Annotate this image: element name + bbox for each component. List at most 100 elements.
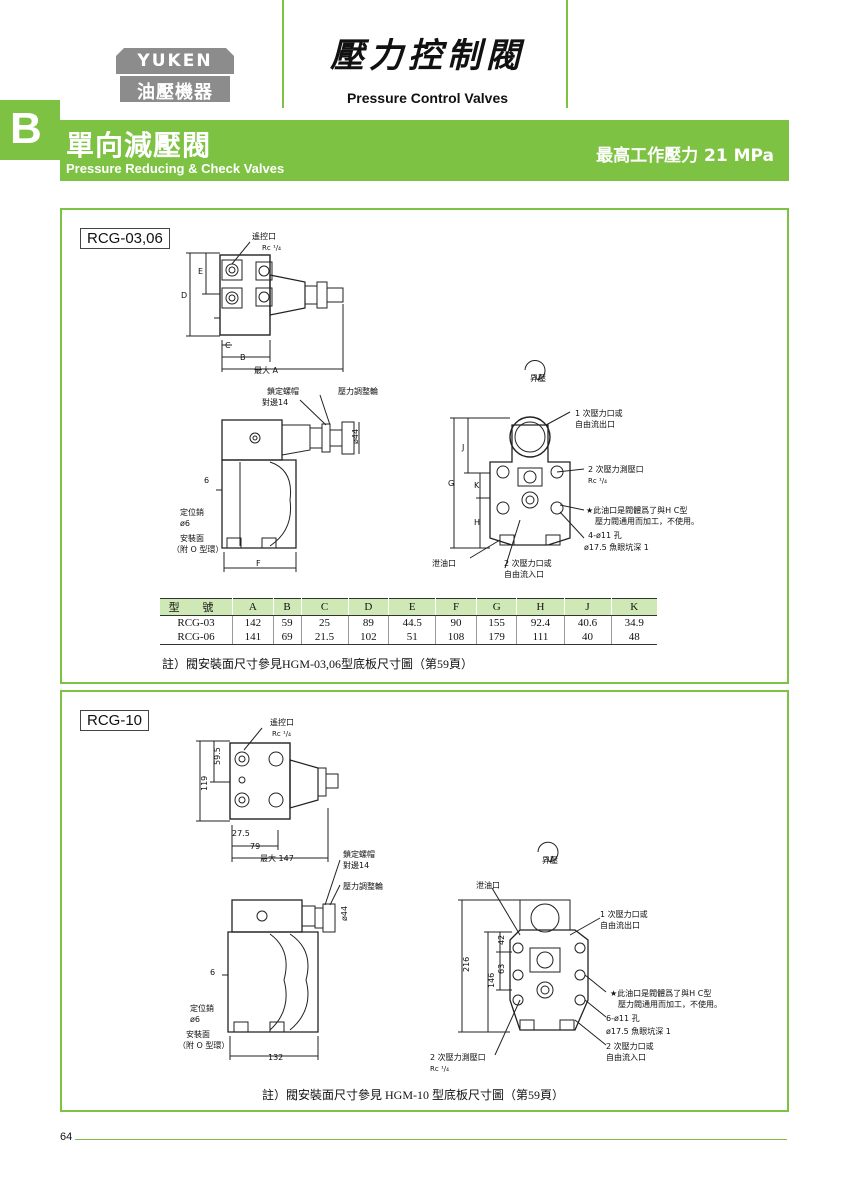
p2-bolt-holes: 6-ø11 孔 [606,1014,640,1023]
p2-dim-59-5: 59.5 [213,747,222,765]
p2-dim-max147: 最大 147 [260,853,294,863]
p2-pilot-port-label: 遙控口 [270,717,294,727]
table-cell: 92.4 [516,615,565,630]
table-header-cell: K [611,598,657,616]
table-cell: 34.9 [624,617,644,629]
logo-brand-text: YUKEN [137,51,213,71]
header-divider-left [282,0,284,108]
table-cell: 21.5 [301,630,349,645]
p1-star-note-2: 壓力閥通用而加工，不使用。 [595,516,699,526]
p1-primary-port-1: 1 次壓力口或 [575,408,623,418]
table-header-row: 型 號 A B C D E F G H J K [160,598,657,616]
p1-lock-nut-label: 鎖定螺帽 [267,386,299,396]
p2-secondary-gauge-size: Rc ¹/₄ [430,1065,449,1073]
p1-primary-port-2: 自由流出口 [575,419,615,429]
svg-text:J: J [461,443,464,452]
panel-rcg-10: RCG-10 [60,690,789,1112]
p2-dim-63: 63 [497,964,506,974]
p1-pilot-port-size: Rc ¹/₄ [262,244,281,252]
p2-star-note-2: 壓力閥通用而加工，不使用。 [618,999,722,1009]
p2-dim-6: 6 [210,968,215,977]
p1-bolt-holes: 4-ø11 孔 [588,531,622,540]
category-title-cn: 壓力控制閥 [330,36,525,76]
logo-cn-text: 油壓機器 [137,82,213,103]
p2-lock-nut-label: 鎖定螺帽 [343,849,375,859]
logo-badge-shape [116,48,234,74]
svg-text:G: G [448,479,454,488]
yuken-logo: YUKEN 油壓機器 [116,48,234,103]
rcg10-bottom-view [458,841,607,1056]
svg-text:B: B [240,353,246,362]
table-row: RCG-03 142 59 25 89 44.5 90 155 92.4 40.… [160,615,657,630]
dimension-table: 型 號 A B C D E F G H J K RCG-03 142 59 25… [160,598,657,645]
p1-dim6: 6 [204,476,209,485]
p1-mounting-1: 安裝面 [180,533,204,543]
table-cell: 90 [435,615,477,630]
table-header-cell: J [564,598,612,616]
table-cell: 48 [611,630,657,645]
table-cell: 40 [564,630,612,645]
rcg10-top-view [196,727,339,862]
table-header-cell: E [388,598,437,616]
table-cell: 155 [476,615,518,630]
svg-text:F: F [256,559,261,568]
section-title-cn: 單向減壓閥 [66,129,212,162]
svg-text:E: E [198,267,203,276]
section-title-en: Pressure Reducing & Check Valves [66,161,285,176]
p2-mounting-2: （附 O 型環） [178,1040,229,1050]
table-header-cell: 型 號 [160,598,233,616]
p1-secondary-port-2: 自由流入口 [504,569,544,579]
table-cell: 141 [232,630,274,645]
svg-text:H: H [474,518,480,527]
p2-counterbore: ø17.5 魚眼坑深 1 [606,1026,671,1036]
p2-dim-79: 79 [250,842,260,851]
drawing-rcg-03-06: D E C B 遙控口 Rc ¹/₄ 最大 A 鎖定螺帽 對邊14 壓力調整輪 … [172,231,699,579]
model-label-rcg-03-06: RCG-03,06 [80,228,170,249]
page-number: 64 [60,1131,73,1143]
table-cell: 25 [301,615,349,630]
table-header-cell: G [476,598,518,616]
p2-dia44: ø44 [340,906,349,921]
p1-secondary-gauge: 2 次壓力測壓口 [588,464,644,474]
p2-dim-146: 146 [487,973,496,988]
p1-dia44: ø44 [351,429,360,444]
p2-dim-216: 216 [462,957,471,972]
header-divider-right [566,0,568,108]
p2-secondary-port-1: 2 次壓力口或 [606,1041,654,1051]
table-header-cell: B [273,598,302,616]
p2-adjust-knob-label: 壓力調整輪 [343,881,383,891]
table-cell: 51 [388,630,437,645]
table-header-cell: F [435,598,477,616]
svg-text:D: D [181,291,187,300]
section-tab-letter: B [10,104,42,153]
table-cell: 111 [516,630,565,645]
p2-dim-119: 119 [200,776,209,791]
table-cell: RCG-06 [160,630,233,645]
table-cell: 40.6 [564,615,612,630]
category-title-en: Pressure Control Valves [346,90,509,106]
p2-primary-port-1: 1 次壓力口或 [600,909,648,919]
rcg03-bottom-view [450,359,585,569]
svg-text:K: K [474,481,480,490]
p2-locating-pin: 定位銷 [190,1003,214,1013]
table-cell: 102 [348,630,390,645]
p1-counterbore: ø17.5 魚眼坑深 1 [584,542,649,552]
p2-lock-nut-size: 對邊14 [343,860,369,870]
p1-mounting-2: （附 O 型環） [172,544,223,554]
p2-drain-label: 泄油口 [476,880,500,890]
drawing-rcg-10: 遙控口 Rc ¹/₄ 119 59.5 27.5 79 最大 147 鎖定螺帽 … [178,717,722,1073]
p1-lock-nut-size: 對邊14 [262,397,288,407]
table-cell: 142 [232,615,274,630]
table-cell: 69 [273,630,302,645]
svg-text:C: C [225,341,231,350]
table-cell: 59 [273,615,302,630]
p1-locating-pin-size: ø6 [180,519,190,528]
table-row: RCG-06 141 69 21.5 102 51 108 179 111 40… [160,630,657,645]
p1-adjust-knob-label: 壓力調整輪 [338,386,378,396]
rcg03-front-view [216,394,360,572]
p2-secondary-gauge: 2 次壓力測壓口 [430,1052,486,1062]
p2-primary-port-2: 自由流出口 [600,920,640,930]
table-cell: 89 [348,615,390,630]
table-cell: 44.5 [388,615,437,630]
p2-rotation-label: 昇壓 [542,856,558,865]
